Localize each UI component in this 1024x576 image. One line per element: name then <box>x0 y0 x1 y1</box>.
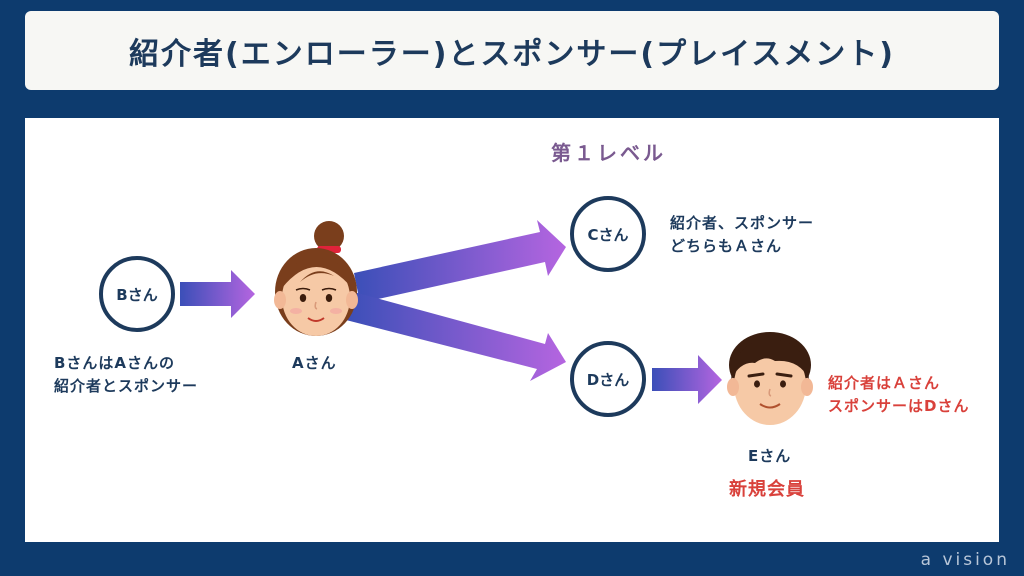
note-c-line1: 紹介者、スポンサー <box>670 214 815 232</box>
node-d-label: Dさん <box>586 370 630 389</box>
level-label: 第１レベル <box>551 141 666 165</box>
node-b: Bさん <box>99 256 175 332</box>
person-a-label: Aさん <box>292 354 337 372</box>
note-b-line2: 紹介者とスポンサー <box>54 377 199 395</box>
note-e-line1: 紹介者はＡさん <box>828 374 941 392</box>
node-d: Dさん <box>570 341 646 417</box>
title-card: 紹介者(エンローラー)とスポンサー(プレイスメント) <box>25 11 999 90</box>
node-c-label: Cさん <box>587 225 629 244</box>
note-e-line2: スポンサーはDさん <box>828 397 970 415</box>
note-c: 紹介者、スポンサー どちらもＡさん <box>670 212 814 258</box>
watermark: a vision <box>920 550 1010 570</box>
arrow-d-to-e <box>652 355 722 404</box>
diagram-panel <box>25 118 999 542</box>
avatar-a-woman-icon <box>274 221 358 336</box>
arrow-a-to-c <box>354 220 566 303</box>
note-e: 紹介者はＡさん スポンサーはDさん <box>828 372 969 418</box>
page-title: 紹介者(エンローラー)とスポンサー(プレイスメント) <box>129 36 895 72</box>
node-c: Cさん <box>570 196 646 272</box>
avatar-e-man-icon <box>727 332 813 425</box>
person-e-label: Eさん <box>748 447 792 465</box>
arrow-b-to-a <box>180 270 255 318</box>
note-b: BさんはAさんの 紹介者とスポンサー <box>54 352 198 398</box>
note-b-line1: BさんはAさんの <box>54 354 176 372</box>
arrow-a-to-d <box>346 292 566 381</box>
new-member-label: 新規会員 <box>729 479 805 500</box>
note-c-line2: どちらもＡさん <box>670 237 783 255</box>
node-b-label: Bさん <box>116 285 158 304</box>
